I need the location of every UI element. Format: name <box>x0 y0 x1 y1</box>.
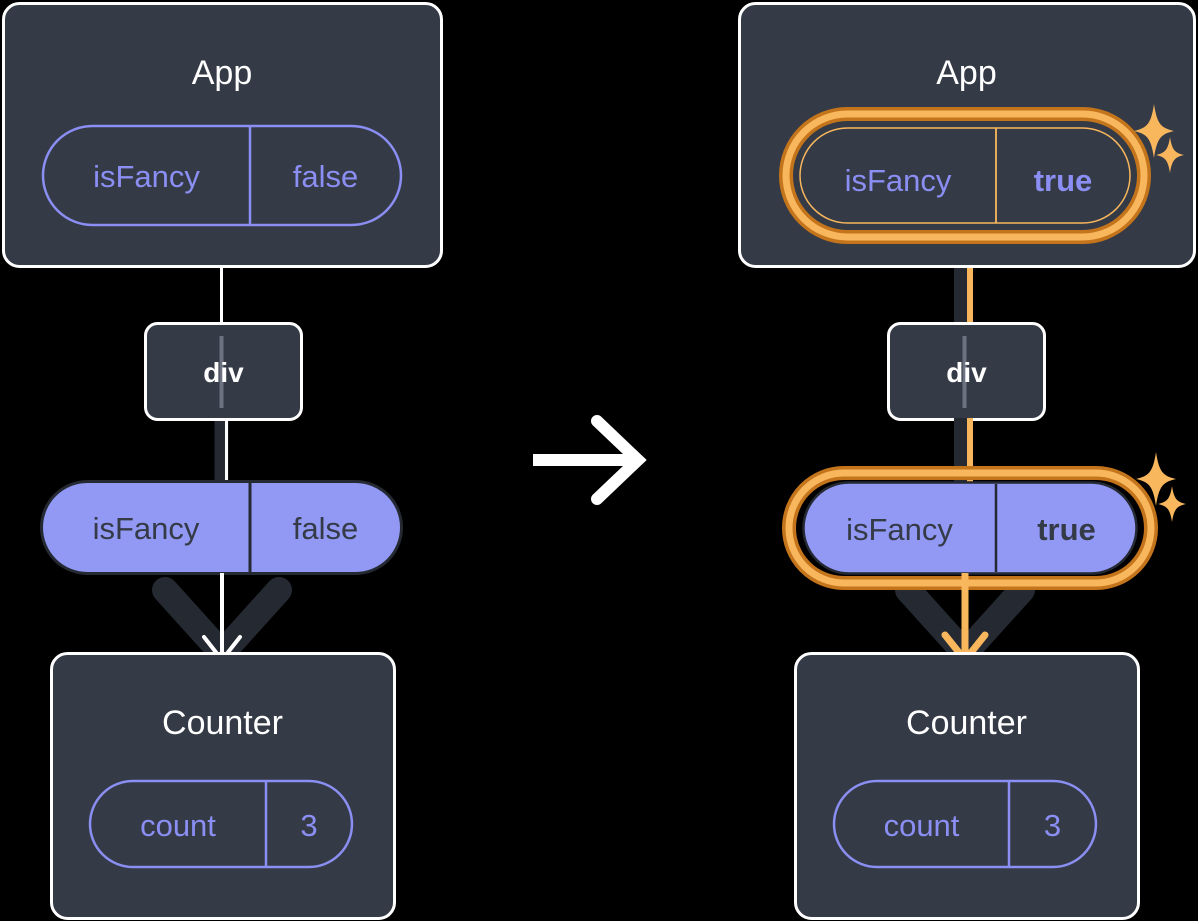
prop-pill-left <box>40 480 403 575</box>
app-state-pill-right <box>799 127 1131 224</box>
app-box-right <box>738 2 1196 268</box>
fork-arrow-right-dark <box>210 577 292 665</box>
counter-state-pill-right <box>832 779 1098 869</box>
app-state-pill-highlight-inner-right <box>782 110 1148 241</box>
sparkle-small-icon-prop <box>1158 486 1186 522</box>
app-box-left <box>2 2 443 268</box>
prop-pill-highlight-inner-right <box>785 469 1155 587</box>
prop-pill-right <box>802 481 1138 575</box>
counter-box-left <box>50 652 396 920</box>
counter-box-right <box>794 652 1140 920</box>
sparkle-large-icon-prop <box>1136 452 1176 506</box>
transition-arrow-right-icon <box>533 415 647 505</box>
fork-arrow-left-dark <box>152 577 234 665</box>
sparkle-large-icon-app <box>1134 104 1174 158</box>
sparkle-small-icon-app <box>1156 137 1184 173</box>
counter-state-pill-left <box>88 779 354 869</box>
app-state-pill-left <box>41 124 403 227</box>
